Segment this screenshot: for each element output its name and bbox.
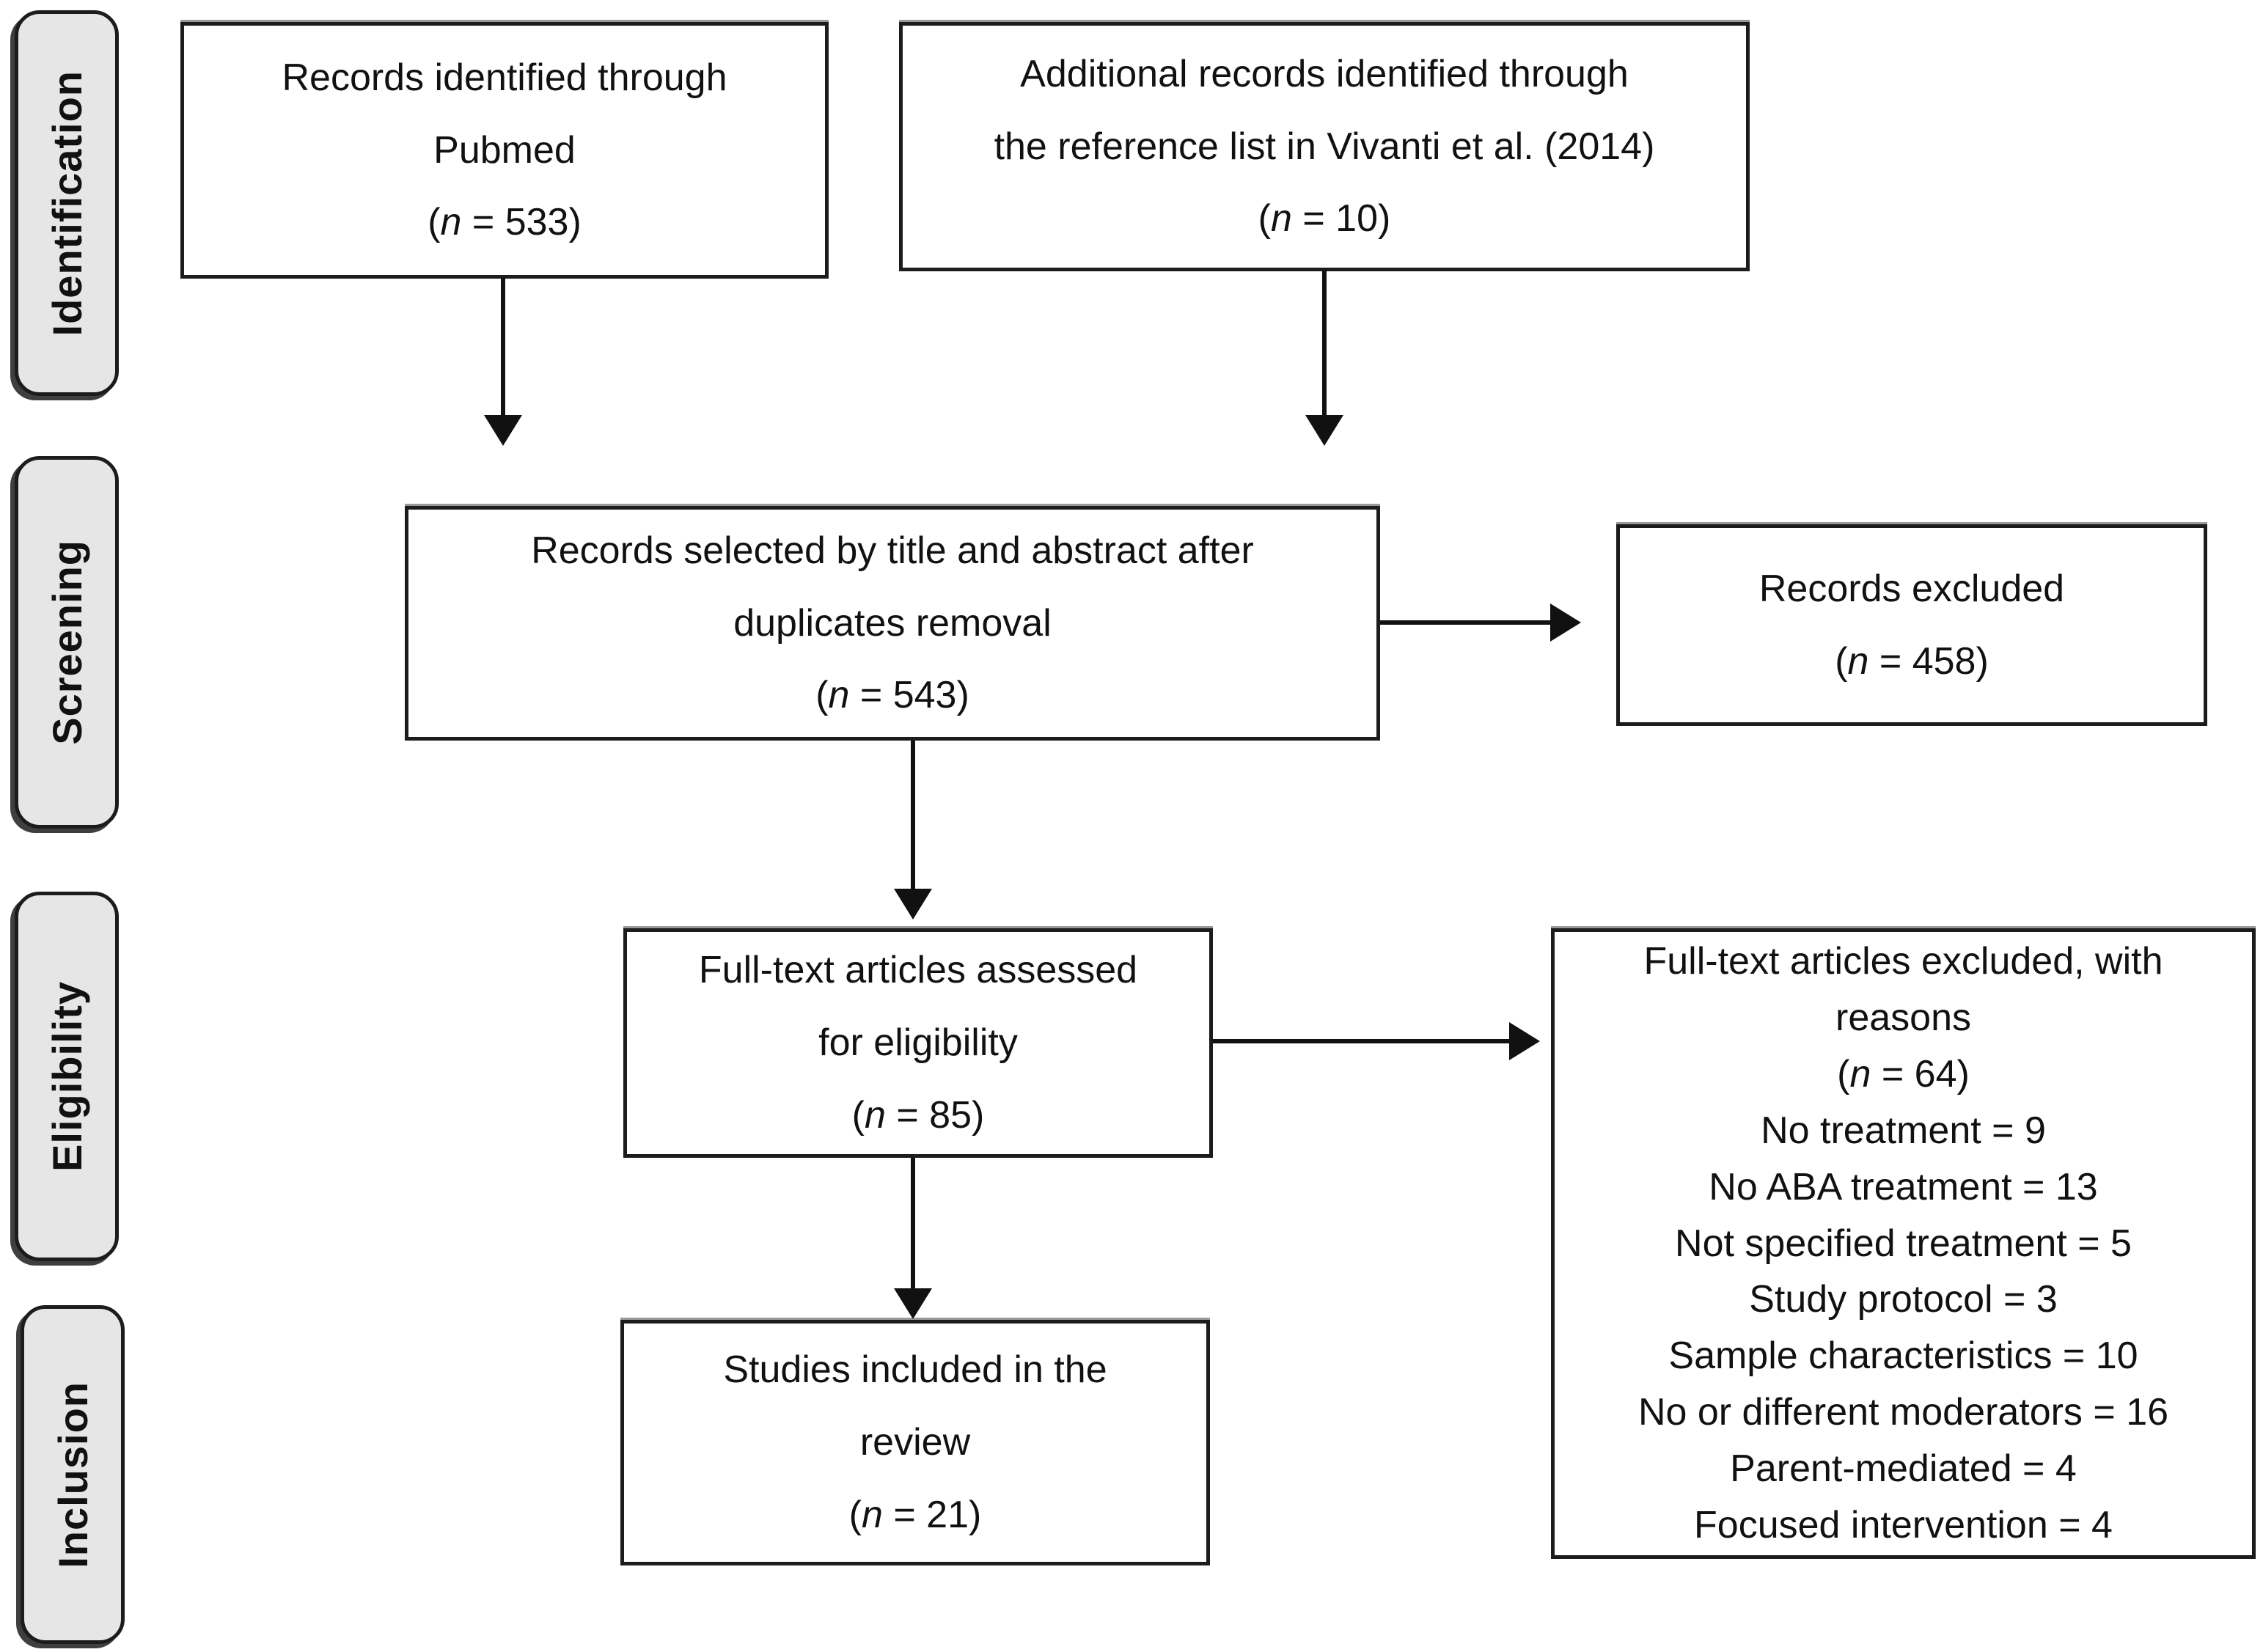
box-fulltext-excluded-title-1: Full-text articles excluded, with [1643, 939, 2163, 983]
arrow-selected-to-fulltext-head [894, 889, 932, 919]
box-fulltext-assessed-count: (n = 85) [851, 1093, 985, 1137]
arrow-fulltext-to-reasons-head [1509, 1022, 1540, 1060]
box-studies-included-line-1: Studies included in the [723, 1348, 1107, 1392]
arrow-pubmed-to-selected-shaft [501, 277, 505, 418]
box-fulltext-excluded-count: (n = 64) [1837, 1052, 1970, 1095]
stage-label-screening-text: Screening [43, 540, 90, 745]
box-additional-records: Additional records identified through th… [899, 22, 1750, 271]
arrow-additional-to-selected-head [1305, 415, 1343, 446]
exclusion-reason-list: No treatment = 9 No ABA treatment = 13 Not… [1638, 1103, 2168, 1554]
arrow-selected-to-fulltext-shaft [911, 741, 915, 893]
exclusion-reason-item: No treatment = 9 [1761, 1109, 2046, 1152]
box-additional-records-count: (n = 10) [1258, 197, 1391, 241]
stage-label-identification: Identification [15, 10, 119, 396]
box-additional-records-line-2: the reference list in Vivanti et al. (20… [994, 125, 1655, 168]
stage-label-eligibility: Eligibility [15, 892, 119, 1261]
box-records-selected-count: (n = 543) [815, 674, 969, 717]
arrow-fulltext-to-reasons-shaft [1213, 1039, 1514, 1043]
arrow-additional-to-selected-shaft [1322, 270, 1327, 418]
box-records-selected-line-2: duplicates removal [733, 601, 1052, 645]
box-records-excluded-count: (n = 458) [1835, 639, 1989, 683]
exclusion-reason-item: No ABA treatment = 13 [1709, 1165, 2098, 1208]
box-fulltext-assessed-line-1: Full-text articles assessed [698, 949, 1138, 992]
box-fulltext-assessed-line-2: for eligibility [818, 1021, 1018, 1065]
exclusion-reason-item: Not specified treatment = 5 [1675, 1222, 2132, 1265]
exclusion-reason-item: Sample characteristics = 10 [1668, 1335, 2138, 1378]
box-studies-included-line-2: review [859, 1421, 971, 1464]
box-records-identified-pubmed: Records identified through Pubmed (n = 5… [180, 22, 829, 279]
exclusion-reason-item: Parent-mediated = 4 [1730, 1447, 2077, 1491]
box-records-selected: Records selected by title and abstract a… [405, 506, 1380, 741]
arrow-fulltext-to-included-head [894, 1288, 932, 1319]
box-fulltext-excluded-title-2: reasons [1835, 996, 1971, 1039]
stage-label-identification-text: Identification [43, 70, 90, 337]
box-records-identified-line-1: Records identified through [282, 56, 727, 99]
exclusion-reason-item: No or different moderators = 16 [1637, 1391, 2169, 1434]
box-records-identified-count: (n = 533) [428, 201, 582, 244]
box-fulltext-excluded-reasons: Full-text articles excluded, with reason… [1551, 928, 2256, 1559]
box-fulltext-assessed: Full-text articles assessed for eligibil… [623, 928, 1213, 1158]
stage-label-inclusion: Inclusion [21, 1305, 125, 1644]
arrow-selected-to-excluded-shaft [1380, 620, 1555, 625]
stage-label-eligibility-text: Eligibility [43, 981, 90, 1172]
exclusion-reason-item: Study protocol = 3 [1749, 1278, 2058, 1321]
arrow-pubmed-to-selected-head [484, 415, 522, 446]
stage-label-screening: Screening [15, 456, 119, 829]
stage-label-inclusion-text: Inclusion [49, 1381, 96, 1568]
box-additional-records-line-1: Additional records identified through [1020, 52, 1629, 95]
box-records-excluded-line-1: Records excluded [1758, 567, 2065, 610]
box-records-selected-line-1: Records selected by title and abstract a… [531, 529, 1254, 572]
arrow-selected-to-excluded-head [1550, 603, 1581, 642]
box-records-identified-line-2: Pubmed [433, 128, 576, 172]
exclusion-reason-item: Focused intervention = 4 [1694, 1504, 2113, 1547]
box-studies-included: Studies included in the review (n = 21) [620, 1320, 1210, 1565]
arrow-fulltext-to-included-shaft [911, 1158, 915, 1294]
box-studies-included-count: (n = 21) [848, 1493, 982, 1536]
box-records-excluded: Records excluded (n = 458) [1616, 524, 2207, 726]
